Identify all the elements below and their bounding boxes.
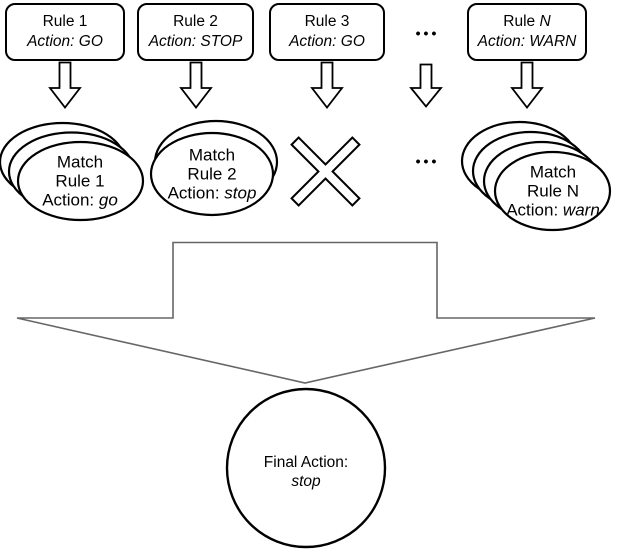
rule-action: Action: STOP (149, 32, 243, 52)
match-line1: Match (188, 145, 236, 165)
match-label-n: Match Rule N Action: warn (506, 163, 600, 220)
rule-box-3: Rule 3 Action: GO (269, 3, 385, 61)
match-line2: Rule N (527, 181, 579, 201)
match-action-value: stop (224, 183, 257, 203)
rule-box-n: Rule N Action: WARN (467, 3, 587, 61)
stack-front-ellipse (493, 150, 612, 232)
final-action-line1: Final Action: (263, 454, 349, 471)
rule-title-text: Rule (503, 13, 540, 30)
rule-box-1: Rule 1 Action: GO (5, 3, 125, 61)
rule-title: Rule 2 (173, 12, 218, 32)
match-action-value: warn (562, 200, 600, 220)
match-line1: Match (56, 152, 104, 172)
ellipsis-icon: ••• (415, 25, 440, 41)
rule-action-text: Action: STOP (148, 33, 243, 50)
match-ellipse-stack-n (460, 120, 612, 232)
rule-title-text: Rule 2 (173, 13, 218, 30)
final-action-line2: stop (264, 472, 348, 491)
rule-title-italic: N (539, 13, 551, 30)
down-arrow-icon (409, 63, 443, 108)
rule-box-2: Rule 2 Action: STOP (137, 3, 254, 61)
rule-action: Action: GO (27, 32, 103, 52)
match-ellipse-stack-1 (0, 121, 145, 222)
down-arrow-icons (48, 61, 544, 109)
rule-action-text: Action: GO (289, 33, 365, 50)
final-action-circle (225, 387, 387, 549)
match-line1: Match (529, 162, 577, 182)
merge-funnel-icon (16, 241, 596, 384)
rule-action-text: Action: GO (27, 33, 103, 50)
match-action-value: go (98, 190, 118, 210)
match-label-2: Match Rule 2 Action: stop (168, 146, 257, 203)
match-action: Action: go (42, 191, 118, 210)
down-arrow-icon (510, 61, 544, 109)
down-arrow-icon (179, 61, 213, 109)
stack-front-ellipse (149, 131, 275, 217)
rule-action-text: Action: WARN (477, 33, 577, 50)
rule-title: Rule 1 (43, 12, 88, 32)
ellipsis-icon: ••• (415, 153, 440, 169)
down-arrow-icon (48, 61, 82, 109)
stack-front-ellipse (16, 140, 145, 222)
rule-action: Action: WARN (478, 32, 577, 52)
match-ellipse-stack-2 (149, 119, 279, 217)
rule-title: Rule 3 (305, 12, 350, 32)
final-action-value: stop (291, 473, 321, 490)
match-line2: Rule 2 (187, 164, 237, 184)
rule-title-text: Rule 3 (304, 13, 350, 30)
match-line2: Rule 1 (55, 171, 105, 191)
rule-action: Action: GO (289, 32, 365, 52)
discard-x-icon (290, 136, 361, 207)
match-action: Action: warn (506, 201, 600, 220)
rule-title-text: Rule 1 (42, 13, 88, 30)
match-label-1: Match Rule 1 Action: go (42, 153, 118, 210)
match-action: Action: stop (168, 184, 257, 203)
match-action-label: Action: (42, 190, 99, 210)
match-action-label: Action: (167, 183, 225, 203)
final-action-label: Final Action: stop (264, 453, 348, 491)
rule-title: Rule N (503, 12, 550, 32)
match-action-label: Action: (506, 200, 563, 220)
down-arrow-icon (310, 61, 344, 109)
